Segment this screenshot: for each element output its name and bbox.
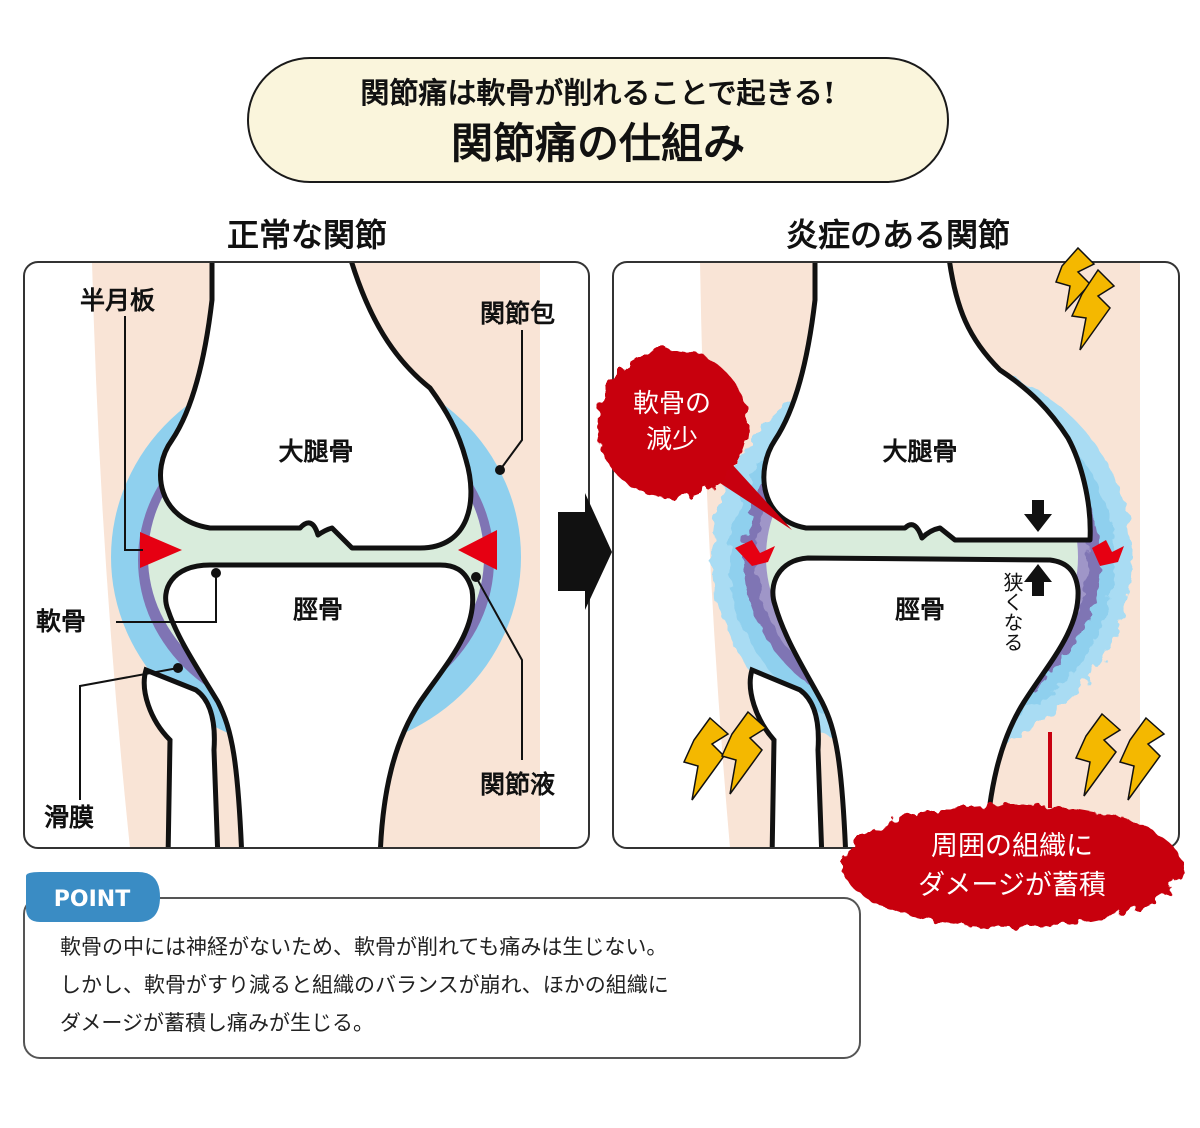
pinched-meniscus-left <box>735 540 775 566</box>
label-tibia: 脛骨 <box>895 595 945 624</box>
normal-joint-panel: 半月板 関節包 大腿骨 脛骨 軟骨 滑膜 関節液 <box>23 261 590 849</box>
fibula-bone <box>747 666 825 848</box>
inflamed-joint-heading: 炎症のある関節 <box>786 216 1010 254</box>
callout-damage-line2: ダメージが蓄積 <box>918 870 1106 901</box>
point-line-3: ダメージが蓄積し痛みが生じる。 <box>60 1011 374 1035</box>
label-femur: 大腿骨 <box>278 437 353 466</box>
arrow-right-icon <box>558 493 612 610</box>
tibia-bone <box>163 562 476 848</box>
point-badge <box>26 872 160 922</box>
label-cartilage: 軟骨 <box>36 607 86 636</box>
lightning-icon <box>1055 246 1096 313</box>
inflamed-joint-panel: 狭くなる 大腿骨 脛骨 <box>612 261 1180 849</box>
label-fluid: 関節液 <box>480 770 555 799</box>
tibia-bone <box>770 555 1081 848</box>
callout-cartilage-line2: 減少 <box>646 425 698 455</box>
point-line-1: 軟骨の中には神経がないため、軟骨が削れても痛みは生じない。 <box>60 935 668 959</box>
title-line2: 関節痛の仕組み <box>451 119 745 168</box>
meniscus-right <box>458 530 497 570</box>
point-line-2: しかし、軟骨がすり減ると組織のバランスが崩れ、ほかの組織に <box>60 973 669 997</box>
point-text: 軟骨の中には神経がないため、軟骨が削れても痛みは生じない。 しかし、軟骨がすり減… <box>60 928 840 1042</box>
title-line1: 関節痛は軟骨が削れることで起きる! <box>360 76 835 110</box>
label-femur: 大腿骨 <box>882 437 957 466</box>
leader-lines <box>79 316 523 800</box>
label-narrowing: 狭くなる <box>1000 572 1024 652</box>
lightning-icon <box>1070 268 1116 351</box>
arrow-down-icon <box>1024 500 1052 532</box>
label-capsule: 関節包 <box>480 299 555 328</box>
fibula-bone <box>141 666 221 848</box>
meniscus-left <box>140 532 182 568</box>
label-synovium: 滑膜 <box>44 803 94 832</box>
title-banner: 関節痛は軟骨が削れることで起きる! 関節痛の仕組み <box>247 57 949 183</box>
lightning-icon <box>1118 716 1166 801</box>
callout-cartilage-reduction: 軟骨の 減少 <box>597 349 792 530</box>
femur-bone <box>761 262 1093 543</box>
label-tibia: 脛骨 <box>293 595 343 624</box>
normal-joint-heading: 正常な関節 <box>227 216 387 254</box>
pinched-meniscus-right <box>1092 540 1124 566</box>
point-box: POINT <box>23 872 861 1059</box>
femur-bone <box>158 262 474 551</box>
label-meniscus: 半月板 <box>80 286 155 315</box>
callout-cartilage-line1: 軟骨の <box>633 389 711 419</box>
lightning-icon <box>720 710 768 795</box>
lightning-icon <box>682 716 730 801</box>
callout-damage-line1: 周囲の組織に <box>931 831 1093 862</box>
lightning-icon <box>1074 712 1122 797</box>
point-badge-label: POINT <box>54 887 130 912</box>
arrow-up-icon <box>1024 564 1052 596</box>
pain-lightning-icons <box>682 246 1166 801</box>
callout-damage-accumulation: 周囲の組織に ダメージが蓄積 <box>842 732 1182 928</box>
